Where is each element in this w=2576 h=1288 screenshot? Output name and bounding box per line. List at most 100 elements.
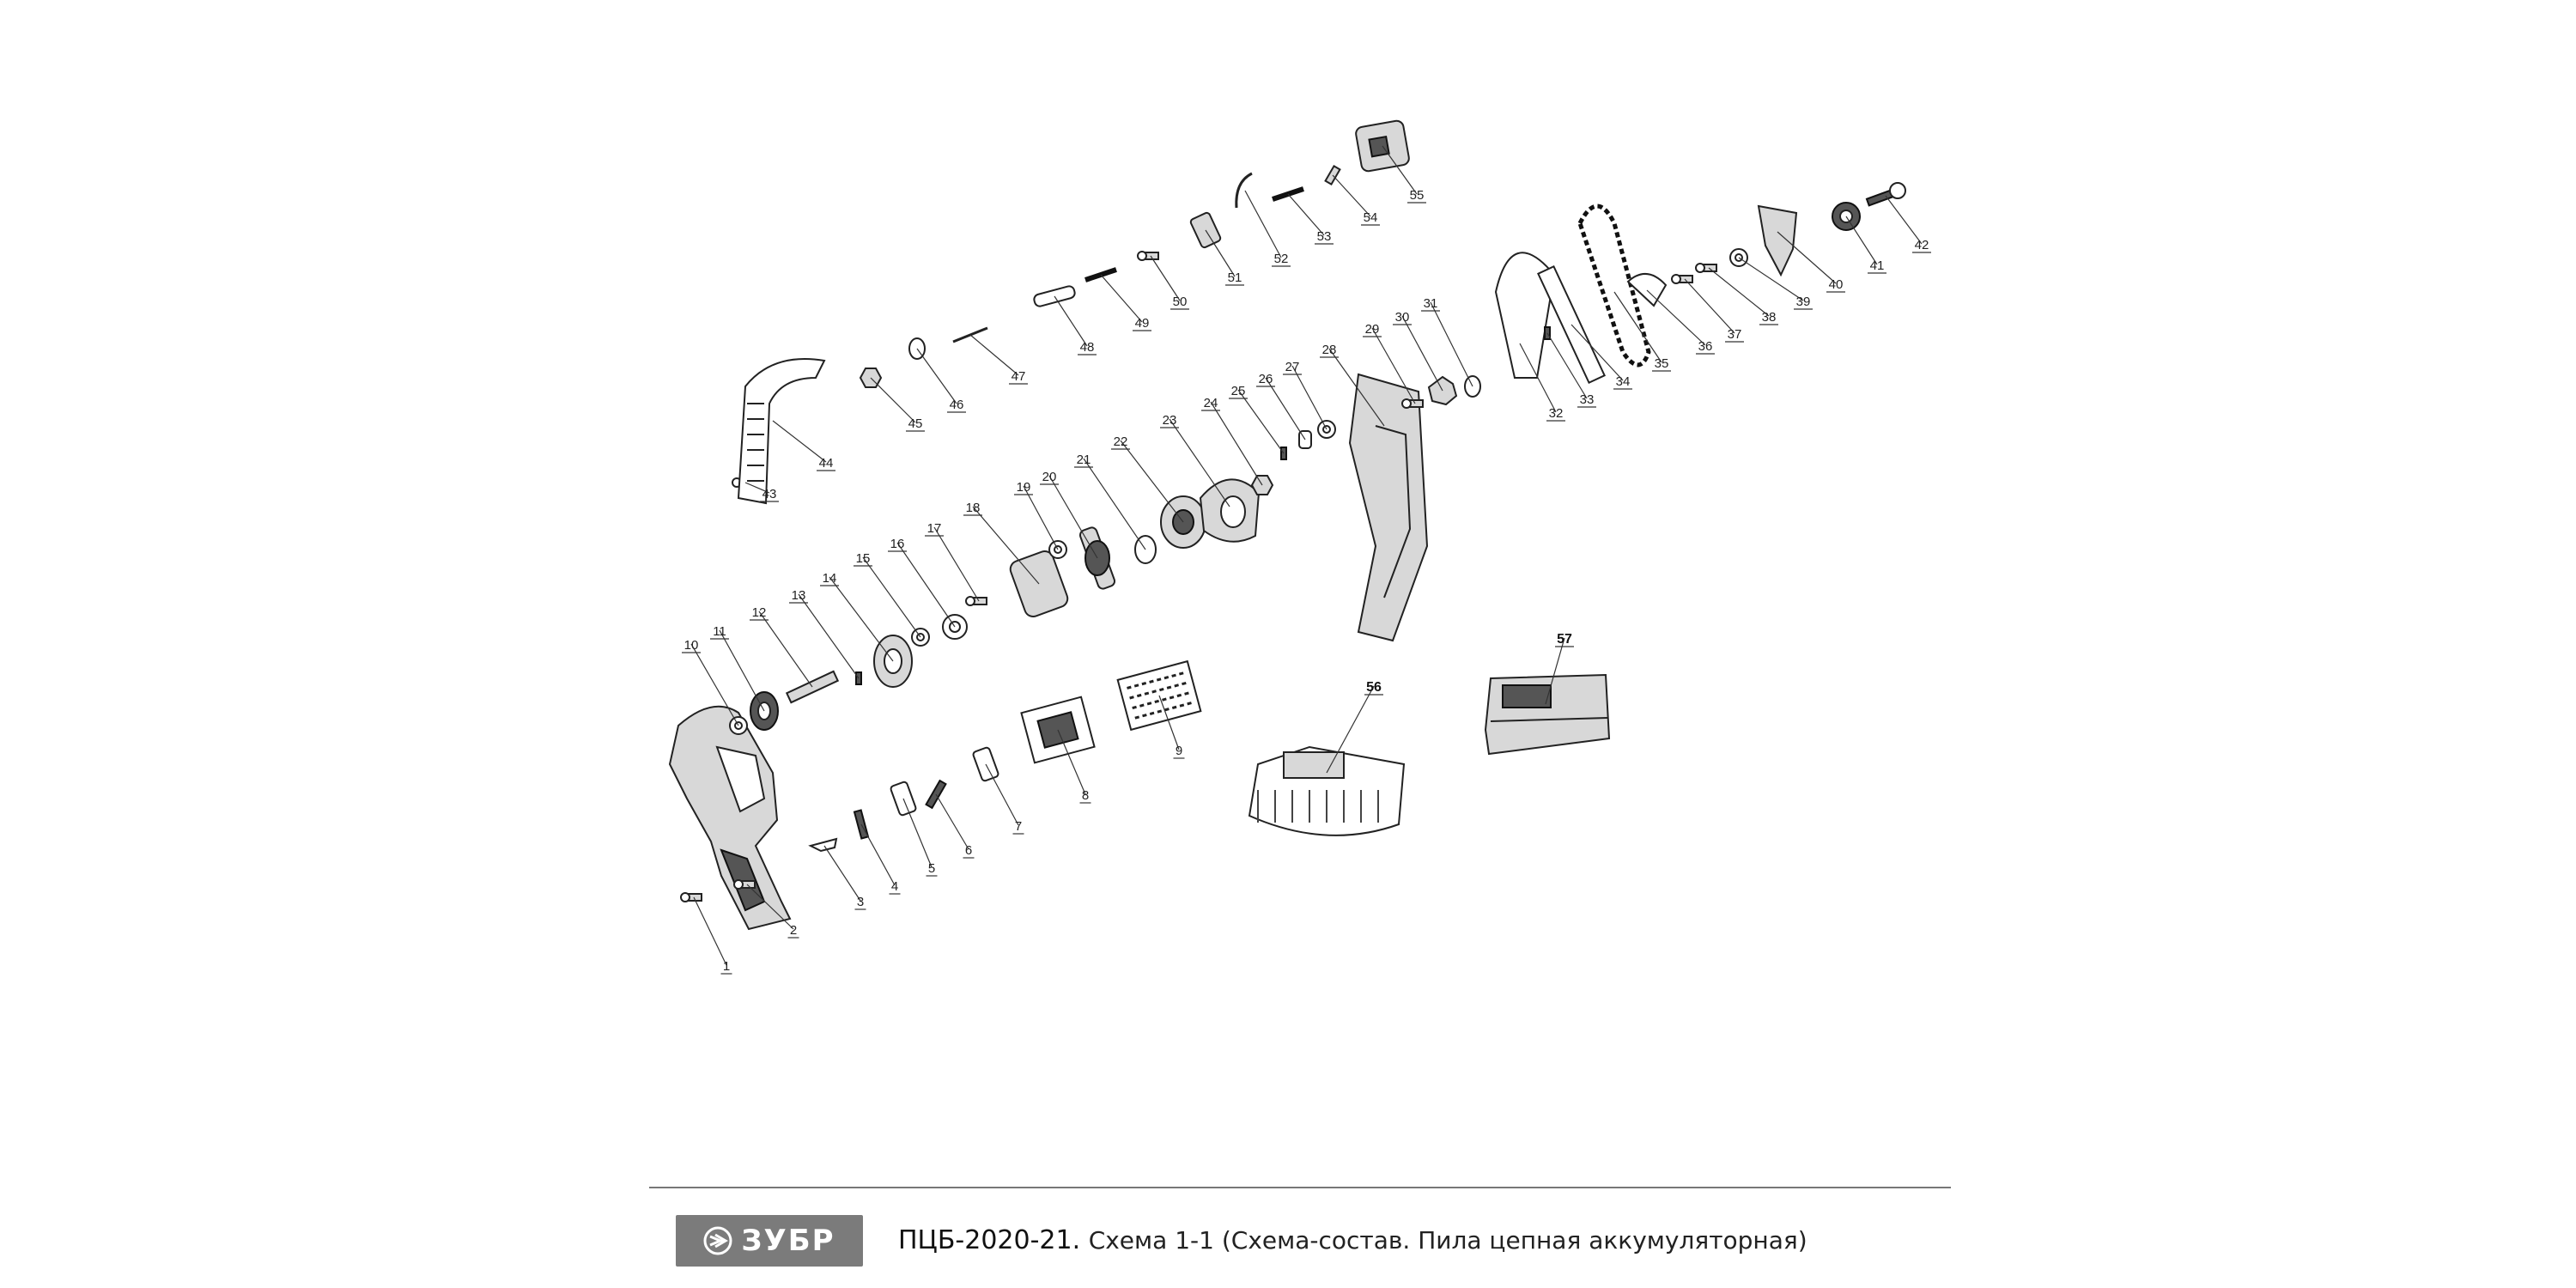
callout-27: 27	[1285, 360, 1300, 374]
leader-45	[870, 377, 916, 423]
leader-37	[1684, 278, 1735, 334]
leader-55	[1382, 145, 1418, 195]
leader-9	[1158, 695, 1180, 750]
callout-22: 22	[1114, 434, 1128, 449]
callout-15: 15	[856, 551, 871, 566]
callout-46: 46	[950, 398, 964, 412]
leader-49	[1100, 274, 1143, 323]
leader-46	[916, 348, 957, 404]
exploded-parts-diagram: 1234567891011121314151617181920212223242…	[668, 119, 1931, 975]
callout-2: 2	[790, 923, 797, 938]
callout-17: 17	[927, 521, 942, 536]
part-shape-50	[1137, 251, 1159, 261]
leader-6	[935, 793, 969, 850]
callout-47: 47	[1012, 369, 1026, 384]
part-shape-36	[1626, 273, 1668, 307]
callout-40: 40	[1829, 277, 1844, 292]
leader-35	[1613, 291, 1662, 363]
leader-44	[772, 420, 827, 463]
callout-30: 30	[1395, 310, 1410, 325]
part-shape-42	[1865, 182, 1906, 207]
leader-12	[758, 611, 813, 688]
callout-53: 53	[1317, 229, 1332, 244]
model-number: ПЦБ-2020-21.	[898, 1225, 1081, 1255]
leader-10	[690, 643, 739, 726]
leader-19	[1023, 485, 1059, 550]
leader-38	[1708, 267, 1770, 317]
callout-37: 37	[1728, 327, 1742, 342]
part-shapes	[668, 119, 1906, 931]
leader-52	[1244, 190, 1282, 258]
leader-43	[744, 482, 770, 494]
callout-19: 19	[1017, 480, 1031, 495]
callout-leaders	[682, 145, 1931, 975]
leader-41	[1845, 216, 1878, 265]
leader-30	[1401, 315, 1443, 392]
callout-labels: 1234567891011121314151617181920212223242…	[684, 188, 1929, 974]
callout-33: 33	[1580, 392, 1595, 407]
callout-36: 36	[1698, 339, 1713, 354]
leader-36	[1646, 289, 1706, 346]
callout-43: 43	[762, 487, 777, 501]
leader-50	[1150, 255, 1181, 301]
callout-54: 54	[1364, 210, 1378, 225]
part-shape-55	[1355, 119, 1410, 173]
leader-26	[1265, 377, 1306, 440]
callout-45: 45	[908, 416, 923, 431]
leader-16	[896, 542, 956, 628]
leader-15	[862, 556, 921, 638]
logo-text: ЗУБР	[741, 1224, 835, 1258]
part-shape-29	[1401, 398, 1424, 409]
part-shape-17	[965, 596, 987, 606]
leader-17	[933, 526, 980, 602]
leader-39	[1738, 257, 1804, 301]
leader-21	[1083, 458, 1146, 550]
part-shape-57	[1484, 673, 1611, 756]
callout-8: 8	[1082, 788, 1089, 803]
callout-31: 31	[1424, 296, 1438, 311]
callout-38: 38	[1762, 310, 1777, 325]
leader-2	[746, 884, 794, 930]
callout-5: 5	[928, 861, 935, 876]
callout-6: 6	[965, 843, 972, 858]
leader-25	[1237, 389, 1285, 454]
callout-34: 34	[1616, 374, 1631, 389]
callout-4: 4	[891, 879, 898, 894]
callout-29: 29	[1365, 322, 1380, 337]
callout-1: 1	[723, 959, 730, 974]
part-shape-52	[1235, 172, 1253, 209]
callout-18: 18	[966, 501, 981, 515]
part-shape-40	[1757, 204, 1798, 277]
leader-14	[829, 576, 894, 662]
leader-33	[1546, 332, 1588, 399]
callout-16: 16	[890, 537, 905, 551]
part-shape-28	[1348, 373, 1429, 642]
leader-13	[798, 593, 860, 679]
leader-53	[1287, 193, 1325, 236]
leader-8	[1057, 729, 1086, 795]
callout-26: 26	[1259, 372, 1273, 386]
part-shape-38	[1695, 263, 1717, 273]
callout-14: 14	[823, 571, 837, 586]
callout-12: 12	[752, 605, 767, 620]
callout-21: 21	[1077, 453, 1091, 467]
leader-51	[1205, 229, 1236, 277]
callout-13: 13	[792, 588, 806, 603]
callout-11: 11	[713, 624, 726, 639]
part-shape-3	[808, 837, 838, 853]
leader-28	[1328, 348, 1385, 427]
footer-divider	[649, 1187, 1951, 1188]
leader-1	[693, 896, 727, 966]
leader-31	[1430, 301, 1473, 387]
callout-42: 42	[1915, 238, 1929, 252]
part-shape-23	[1199, 478, 1261, 543]
leader-5	[902, 798, 933, 868]
callout-39: 39	[1796, 295, 1811, 309]
leader-47	[969, 334, 1019, 376]
leader-54	[1332, 174, 1371, 217]
callout-57: 57	[1557, 632, 1572, 647]
leader-18	[972, 506, 1040, 585]
leader-56	[1326, 685, 1375, 774]
zubr-logo-icon	[703, 1226, 732, 1255]
leader-20	[1048, 475, 1098, 559]
